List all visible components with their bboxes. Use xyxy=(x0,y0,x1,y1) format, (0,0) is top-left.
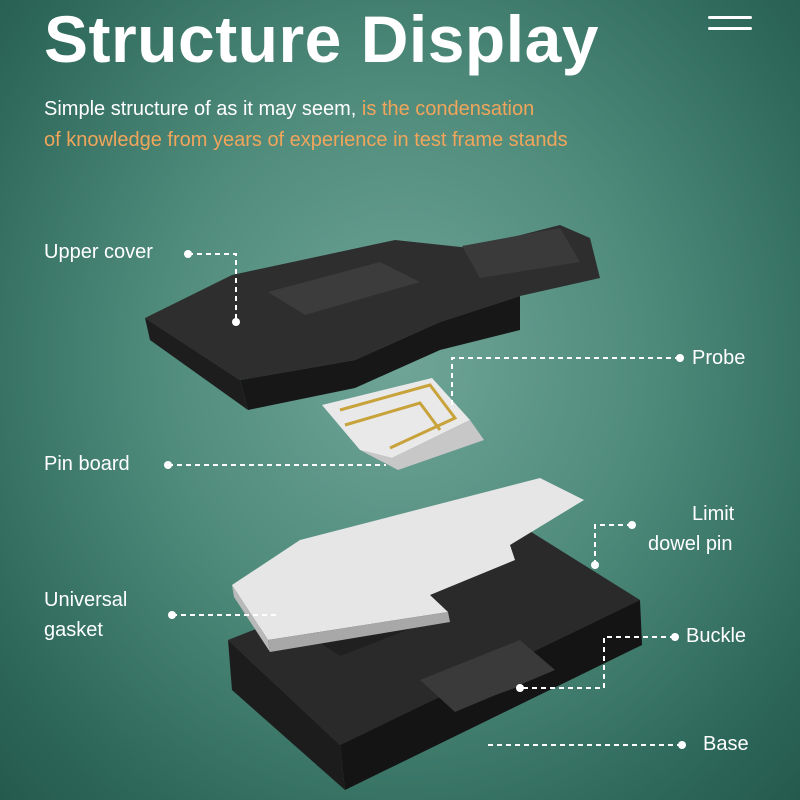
label-base: Base xyxy=(703,733,749,755)
page-subtitle: Simple structure of as it may seem, is t… xyxy=(44,94,684,156)
label-pin-board: Pin board xyxy=(44,453,130,475)
page-title: Structure Display xyxy=(44,2,599,76)
label-universal: Universal xyxy=(44,589,128,611)
leader-lines xyxy=(168,253,682,746)
label-upper-cover: Upper cover xyxy=(44,241,153,263)
label-dowel-pin: dowel pin xyxy=(648,533,733,555)
upper-cover-part xyxy=(145,225,600,410)
label-gasket: gasket xyxy=(44,619,103,641)
label-probe: Probe xyxy=(692,347,746,369)
universal-gasket-part xyxy=(232,478,584,652)
subtitle-orange-text: is the condensation xyxy=(356,98,535,120)
label-buckle: Buckle xyxy=(686,625,747,647)
subtitle-orange-text-2: of knowledge from years of experience in… xyxy=(44,129,568,151)
subtitle-white-text: Simple structure of as it may seem, xyxy=(44,98,357,120)
leader-dots xyxy=(164,250,686,749)
hamburger-menu-icon[interactable] xyxy=(708,14,752,36)
label-limit: Limit xyxy=(692,503,735,525)
pin-board-part xyxy=(322,378,484,470)
